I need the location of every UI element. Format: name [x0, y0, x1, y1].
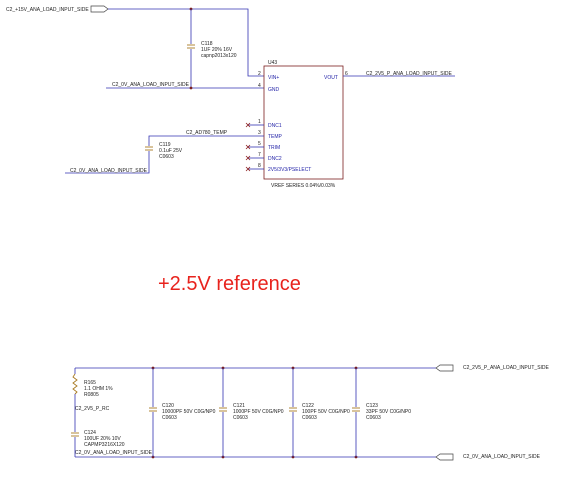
u43-pin-dnc2: 7 DNC2: [248, 152, 282, 162]
c124-footprint: CAPMP3216X120: [84, 442, 125, 448]
u43-pin-temp: 3 TEMP: [258, 130, 283, 140]
c119-value: 0.1uF 25V: [159, 148, 183, 154]
net-label-15v: C2_+15V_ANA_LOAD_INPUT_SIDE: [6, 7, 89, 13]
c123-footprint: C0603: [366, 415, 381, 421]
capacitor-c123: [352, 407, 360, 412]
output-port-2v5[interactable]: [435, 364, 454, 372]
c118-footprint: capnp2013x120: [201, 53, 237, 59]
capacitor-c118: [187, 44, 195, 49]
net-label-gnd-c119: C2_0V_ANA_LOAD_INPUT_SIDE: [70, 168, 148, 174]
input-port-15v[interactable]: [90, 5, 109, 13]
svg-text:2V5/3V3/PSELECT: 2V5/3V3/PSELECT: [268, 167, 311, 173]
r165-value: 1.1 OHM 1%: [84, 386, 113, 392]
net-label-temp: C2_AD780_TEMP: [186, 130, 228, 136]
c122-ref: C122: [302, 403, 314, 409]
c120-value: 10000PF 50V C0G/NP0: [162, 409, 216, 415]
svg-text:TEMP: TEMP: [268, 134, 283, 140]
capacitor-c124: [71, 432, 79, 437]
c121-footprint: C0603: [233, 415, 248, 421]
c122-value: 100PF 50V C0G/NP0: [302, 409, 350, 415]
u43-pin-vout: VOUT 6: [324, 71, 348, 81]
c120-ref: C120: [162, 403, 174, 409]
u43-pin-vin: 2 VIN+: [258, 71, 279, 81]
svg-text:1: 1: [258, 119, 261, 125]
svg-text:TRIM: TRIM: [268, 145, 280, 151]
svg-text:8: 8: [258, 163, 261, 169]
wire-15v: [108, 8, 264, 77]
resistor-r165: [72, 373, 78, 395]
wire-c119-gnd: [65, 151, 150, 174]
capacitor-c120: [149, 407, 157, 412]
u43-value: VREF SERIES 0.04%/0.03%: [271, 183, 336, 189]
svg-text:DNC2: DNC2: [268, 156, 282, 162]
c124-value: 100UF 20% 10V: [84, 436, 121, 442]
output-port-gnd[interactable]: [435, 453, 454, 461]
c122-footprint: C0603: [302, 415, 317, 421]
junction-dot: [189, 86, 193, 90]
svg-text:3: 3: [258, 130, 261, 136]
svg-text:DNC1: DNC1: [268, 123, 282, 129]
wire-temp: [148, 135, 264, 146]
c119-ref: C119: [159, 142, 171, 148]
no-connect-marker: [245, 122, 251, 128]
no-connect-marker: [245, 155, 251, 161]
c123-ref: C123: [366, 403, 378, 409]
c124-ref: C124: [84, 430, 96, 436]
c123-value: 33PF 50V C0G/NP0: [366, 409, 411, 415]
no-connect-marker: [245, 144, 251, 150]
c121-value: 1000PF 50V C0G/NP0: [233, 409, 284, 415]
u43-pin-dnc1: 1 DNC1: [248, 119, 282, 129]
u43-body[interactable]: [263, 65, 344, 180]
svg-text:7: 7: [258, 152, 261, 158]
port-label-2v5: C2_2V5_P_ANA_LOAD_INPUT_SIDE: [463, 365, 550, 371]
c119-footprint: C0603: [159, 154, 174, 160]
capacitor-c121: [219, 407, 227, 412]
capacitor-c119: [145, 146, 153, 151]
r165-footprint: R0805: [84, 392, 99, 398]
u43-pin-pselect: 8 2V5/3V3/PSELECT: [248, 163, 311, 173]
svg-text:GND: GND: [268, 87, 280, 93]
net-label-rc: C2_2V5_P_RC: [75, 406, 110, 412]
svg-text:5: 5: [258, 141, 261, 147]
svg-text:4: 4: [258, 83, 261, 89]
no-connect-marker: [245, 166, 251, 172]
net-label-vout: C2_2V5_P_ANA_LOAD_INPUT_SIDE: [366, 71, 453, 77]
u43-pin-gnd: 4 GND: [258, 83, 280, 93]
reference-annotation: +2.5V reference: [158, 273, 301, 295]
u43-pin-trim: 5 TRIM: [248, 141, 280, 151]
capacitor-c122: [289, 407, 297, 412]
c121-ref: C121: [233, 403, 245, 409]
r165-ref: R165: [84, 380, 96, 386]
net-label-gnd-bottom: C2_0V_ANA_LOAD_INPUT_SIDE: [75, 450, 153, 456]
svg-text:VOUT: VOUT: [324, 75, 338, 81]
port-label-gnd: C2_0V_ANA_LOAD_INPUT_SIDE: [463, 454, 541, 460]
u43-ref: U43: [268, 60, 277, 66]
svg-text:6: 6: [345, 71, 348, 77]
c118-ref: C118: [201, 41, 213, 47]
svg-text:2: 2: [258, 71, 261, 77]
svg-text:VIN+: VIN+: [268, 75, 279, 81]
c120-footprint: C0603: [162, 415, 177, 421]
c118-value: 1UF 20% 16V: [201, 47, 233, 53]
net-label-gnd-top: C2_0V_ANA_LOAD_INPUT_SIDE: [112, 82, 190, 88]
